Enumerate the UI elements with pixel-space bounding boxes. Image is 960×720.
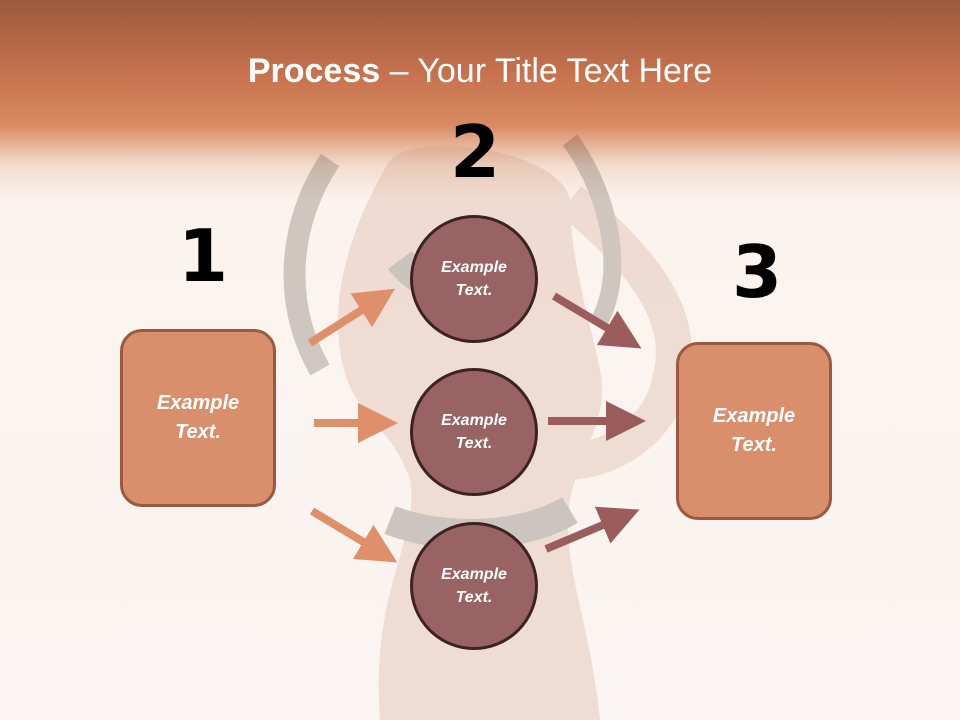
step-3-box: Example Text. — [676, 342, 832, 520]
step-number-2: 2 — [450, 110, 501, 194]
arrow-from-circle-3 — [544, 506, 640, 553]
arrow-to-circle-3 — [309, 507, 398, 563]
step-2-circle-3-text: Example Text. — [441, 566, 507, 606]
step-number-1: 1 — [178, 214, 229, 298]
step-2-circle-3: Example Text. — [410, 522, 538, 650]
step-1-box: Example Text. — [120, 329, 276, 507]
step-1-text: Example Text. — [156, 392, 240, 443]
step-3-text: Example Text. — [712, 405, 796, 456]
arrow-to-circle-1 — [307, 288, 395, 347]
title-rest: – Your Title Text Here — [380, 52, 713, 90]
title-bold: Process — [247, 52, 381, 90]
slide-title: Process – Your Title Text Here — [0, 52, 960, 91]
step-2-circle-1-text: Example Text. — [441, 259, 507, 299]
step-2-circle-2-text: Example Text. — [441, 412, 507, 452]
step-2-circle-2: Example Text. — [410, 368, 538, 496]
step-2-circle-1: Example Text. — [410, 215, 538, 343]
arrow-from-circle-1 — [551, 292, 642, 349]
step-number-3: 3 — [732, 230, 783, 314]
